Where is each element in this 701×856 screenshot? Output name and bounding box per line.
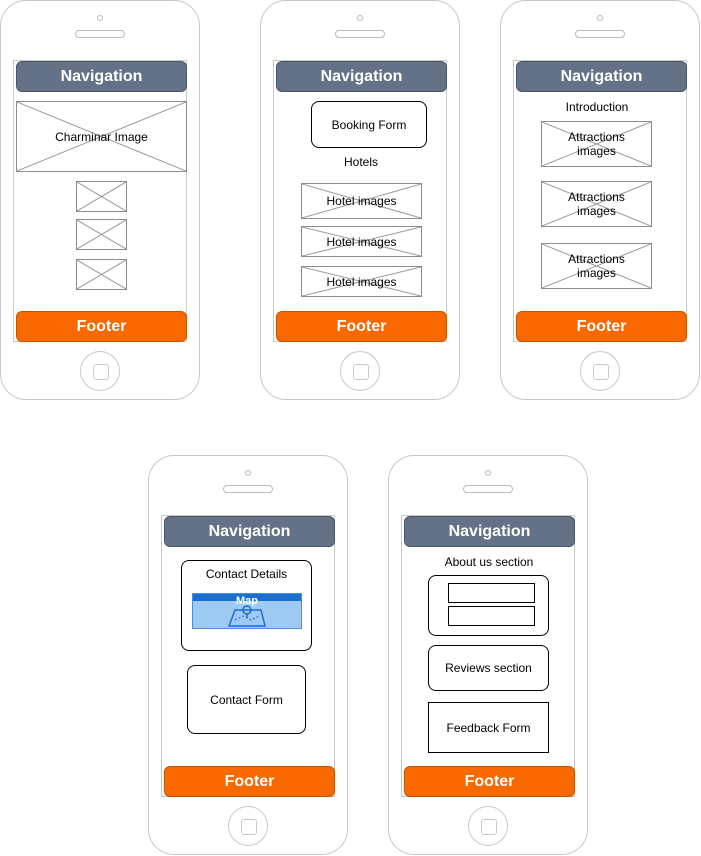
home-square-icon <box>241 819 257 835</box>
screen: Navigation Booking Form Hotels Hotel ima… <box>273 60 447 342</box>
footer-bar[interactable]: Footer <box>516 311 687 342</box>
navigation-bar[interactable]: Navigation <box>164 516 335 547</box>
thumbnail-placeholder <box>76 259 127 290</box>
booking-form[interactable]: Booking Form <box>311 101 427 148</box>
image-label: Attractions images <box>568 252 625 280</box>
footer-bar[interactable]: Footer <box>164 766 335 797</box>
camera <box>597 15 603 21</box>
screen: Navigation Introduction Attractions imag… <box>513 60 687 342</box>
phone-hotels: Navigation Booking Form Hotels Hotel ima… <box>260 0 460 400</box>
home-square-icon <box>593 364 609 380</box>
image-label: Hotel images <box>326 194 397 208</box>
footer-bar[interactable]: Footer <box>276 311 447 342</box>
home-button[interactable] <box>468 806 508 846</box>
home-button[interactable] <box>228 806 268 846</box>
hotel-image-placeholder: Hotel images <box>301 266 422 297</box>
map-label: Map <box>236 595 258 607</box>
image-label: Hotel images <box>326 234 397 249</box>
speaker <box>335 30 385 38</box>
introduction-heading: Introduction <box>565 100 629 114</box>
speaker <box>463 485 513 493</box>
phone-home: Navigation Charminar Image Footer <box>0 0 200 400</box>
image-label: Attractions images <box>568 190 625 218</box>
camera <box>97 15 103 21</box>
image-label: Charminar Image <box>55 129 148 144</box>
contact-form[interactable]: Contact Form <box>187 665 306 734</box>
footer-bar[interactable]: Footer <box>16 311 187 342</box>
speaker <box>75 30 125 38</box>
home-square-icon <box>481 819 497 835</box>
image-label: Attractions images <box>568 130 625 158</box>
hotel-image-placeholder: Hotel images <box>301 183 422 219</box>
about-us-block <box>448 606 535 626</box>
screen: Navigation Contact Details Map Contact F… <box>161 515 335 797</box>
navigation-bar[interactable]: Navigation <box>516 61 687 92</box>
speaker <box>223 485 273 493</box>
screen: Navigation Charminar Image Footer <box>13 60 187 342</box>
thumbnail-placeholder <box>76 219 127 250</box>
phone-about: Navigation About us section Reviews sect… <box>388 455 588 855</box>
navigation-bar[interactable]: Navigation <box>276 61 447 92</box>
navigation-bar[interactable]: Navigation <box>16 61 187 92</box>
hotels-heading: Hotels <box>343 155 378 169</box>
about-us-heading: About us section <box>444 555 534 569</box>
attractions-image-placeholder: Attractions images <box>541 121 652 167</box>
footer-bar[interactable]: Footer <box>404 766 575 797</box>
screen: Navigation About us section Reviews sect… <box>401 515 575 797</box>
charminar-image-placeholder: Charminar Image <box>16 101 187 172</box>
map-widget[interactable]: Map <box>192 593 302 629</box>
camera <box>485 470 491 476</box>
home-button[interactable] <box>580 351 620 391</box>
reviews-section: Reviews section <box>428 645 549 691</box>
hotel-image-placeholder: Hotel images <box>301 226 422 257</box>
camera <box>245 470 251 476</box>
about-us-block <box>448 583 535 603</box>
feedback-form[interactable]: Feedback Form <box>428 702 549 753</box>
home-button[interactable] <box>80 351 120 391</box>
phone-contact: Navigation Contact Details Map Contact F… <box>148 455 348 855</box>
about-us-card <box>428 575 549 636</box>
camera <box>357 15 363 21</box>
speaker <box>575 30 625 38</box>
map-pin-icon <box>227 605 266 627</box>
phone-attractions: Navigation Introduction Attractions imag… <box>500 0 700 400</box>
contact-details-title: Contact Details <box>205 567 288 581</box>
home-button[interactable] <box>340 351 380 391</box>
home-square-icon <box>353 364 369 380</box>
map-header-bar <box>193 594 301 601</box>
attractions-image-placeholder: Attractions images <box>541 243 652 289</box>
home-square-icon <box>93 364 109 380</box>
image-label: Hotel images <box>326 274 397 289</box>
thumbnail-placeholder <box>76 181 127 212</box>
navigation-bar[interactable]: Navigation <box>404 516 575 547</box>
attractions-image-placeholder: Attractions images <box>541 181 652 227</box>
contact-details-card: Contact Details Map <box>181 560 312 651</box>
